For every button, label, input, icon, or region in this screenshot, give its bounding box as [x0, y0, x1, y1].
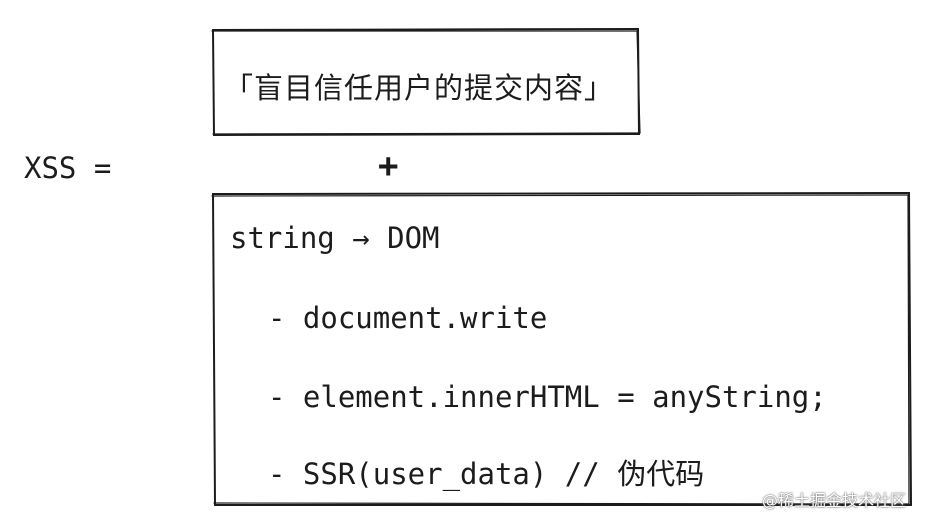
- bottom-box: [211, 191, 913, 506]
- code-line-string-to-dom: string → DOM: [230, 221, 440, 255]
- top-box: [211, 27, 641, 137]
- code-line-ssr: - SSR(user_data) // 伪代码: [268, 457, 705, 491]
- watermark-text: @稀土掘金技术社区: [762, 491, 907, 510]
- xss-label: XSS =: [24, 151, 112, 185]
- code-line-inner-html: - element.innerHTML = anyString;: [268, 380, 827, 414]
- code-line-document-write: - document.write: [268, 301, 548, 335]
- plus-operator: +: [378, 146, 399, 186]
- top-box-text: 「盲目信任用户的提交内容」: [224, 71, 615, 105]
